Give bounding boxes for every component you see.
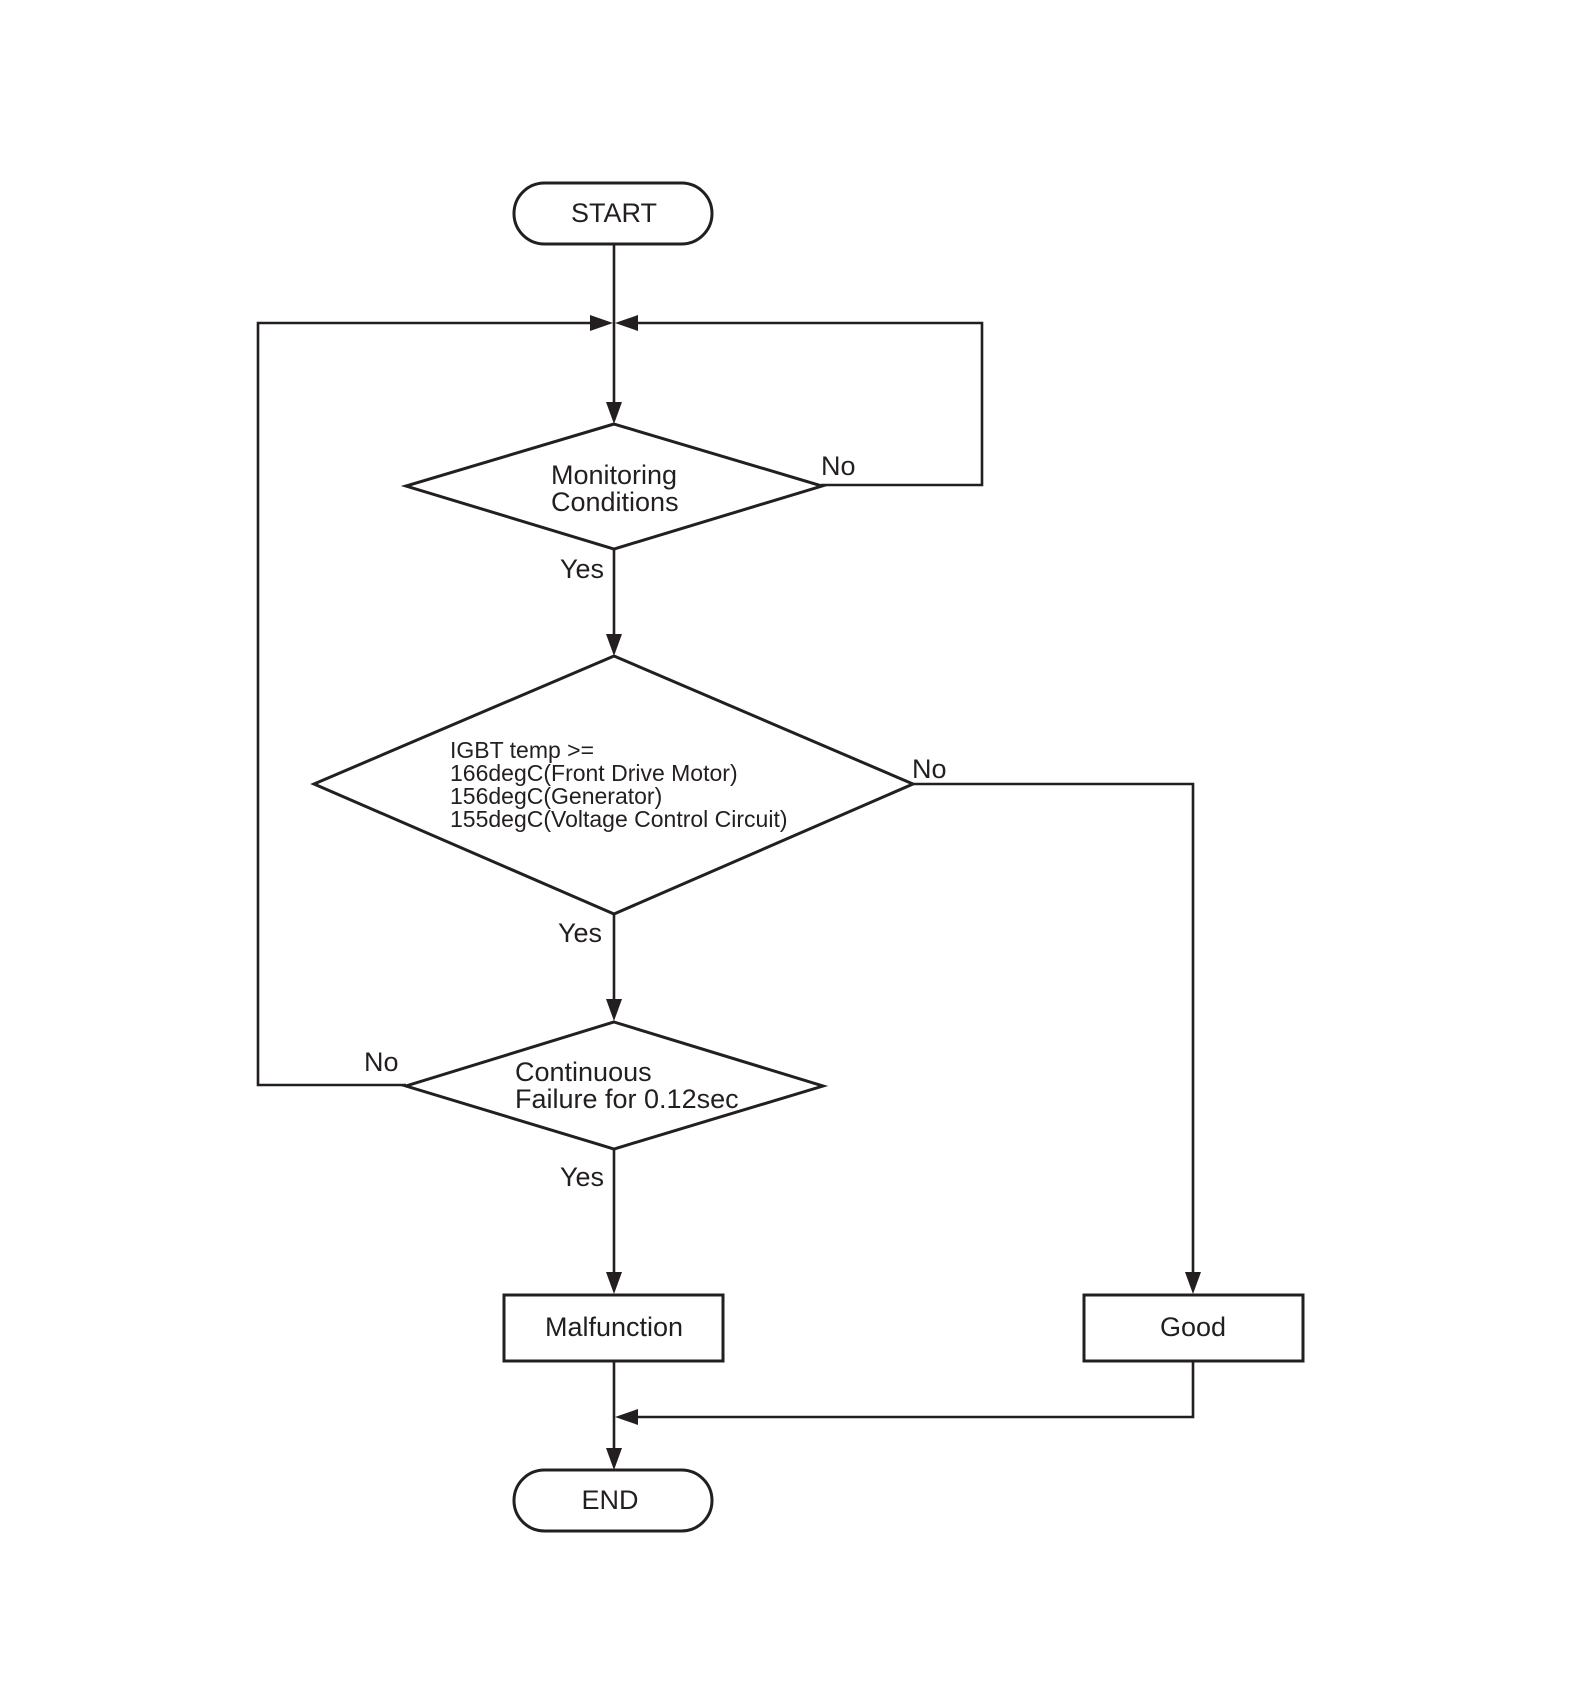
igbt-label-line-1: IGBT temp >= [450,737,594,763]
monitoring-decision: Monitoring Conditions [400,422,828,551]
connector-igbt-no [913,782,1195,1278]
end-terminal-shape [512,1468,714,1533]
start-terminal-shape [512,181,714,246]
continuous-diamond [400,1020,829,1151]
igbt-label: IGBT temp >= 166degC(Front Drive Motor) … [450,737,788,832]
malfunction-box [502,1293,725,1363]
edge-labels: No Yes No Yes No Yes [364,451,947,1192]
continuous-yes-label: Yes [560,1162,604,1192]
end-node: END [512,1468,714,1533]
igbt-label-line-4: 155degC(Voltage Control Circuit) [450,806,788,832]
igbt-yes-label: Yes [558,918,602,948]
arrow-into-monitoring [606,402,622,424]
connectors [256,243,1201,1470]
connector-good-to-end [636,1361,1195,1419]
continuous-no-label: No [364,1047,399,1077]
igbt-no-label: No [912,754,947,784]
continuous-decision: Continuous Failure for 0.12sec [400,1020,829,1151]
arrow-into-igbt [606,634,622,656]
monitoring-yes-label: Yes [560,554,604,584]
good-box [1082,1293,1305,1363]
igbt-diamond [310,654,917,916]
monitoring-diamond [400,422,828,551]
arrow-into-malfunction [606,1272,622,1294]
arrow-continuous-no-return [590,315,613,331]
good-node: Good [1082,1293,1305,1363]
start-label: START [571,198,657,228]
start-node: START [512,181,714,246]
igbt-label-line-3: 156degC(Generator) [450,783,662,809]
continuous-label-line-2: Failure for 0.12sec [515,1084,739,1114]
monitoring-no-label: No [821,451,856,481]
continuous-label: Continuous Failure for 0.12sec [515,1057,739,1114]
malfunction-label: Malfunction [545,1312,683,1342]
arrow-into-good [1185,1272,1201,1294]
monitoring-label-line-1: Monitoring [551,460,677,490]
good-label: Good [1160,1312,1226,1342]
end-label: END [581,1485,638,1515]
connector-continuous-no-loop [256,321,592,1087]
monitoring-label-line-2: Conditions [551,487,679,517]
continuous-label-line-1: Continuous [515,1057,652,1087]
monitoring-label: Monitoring Conditions [551,460,685,517]
arrow-monitoring-no-return [615,315,638,331]
arrow-into-continuous [606,999,622,1021]
arrow-good-merge [615,1409,638,1425]
malfunction-node: Malfunction [502,1293,725,1363]
igbt-label-line-2: 166degC(Front Drive Motor) [450,760,738,786]
connector-monitoring-no-loop [636,321,984,487]
arrow-into-end [606,1448,622,1470]
igbt-decision: IGBT temp >= 166degC(Front Drive Motor) … [310,654,917,916]
